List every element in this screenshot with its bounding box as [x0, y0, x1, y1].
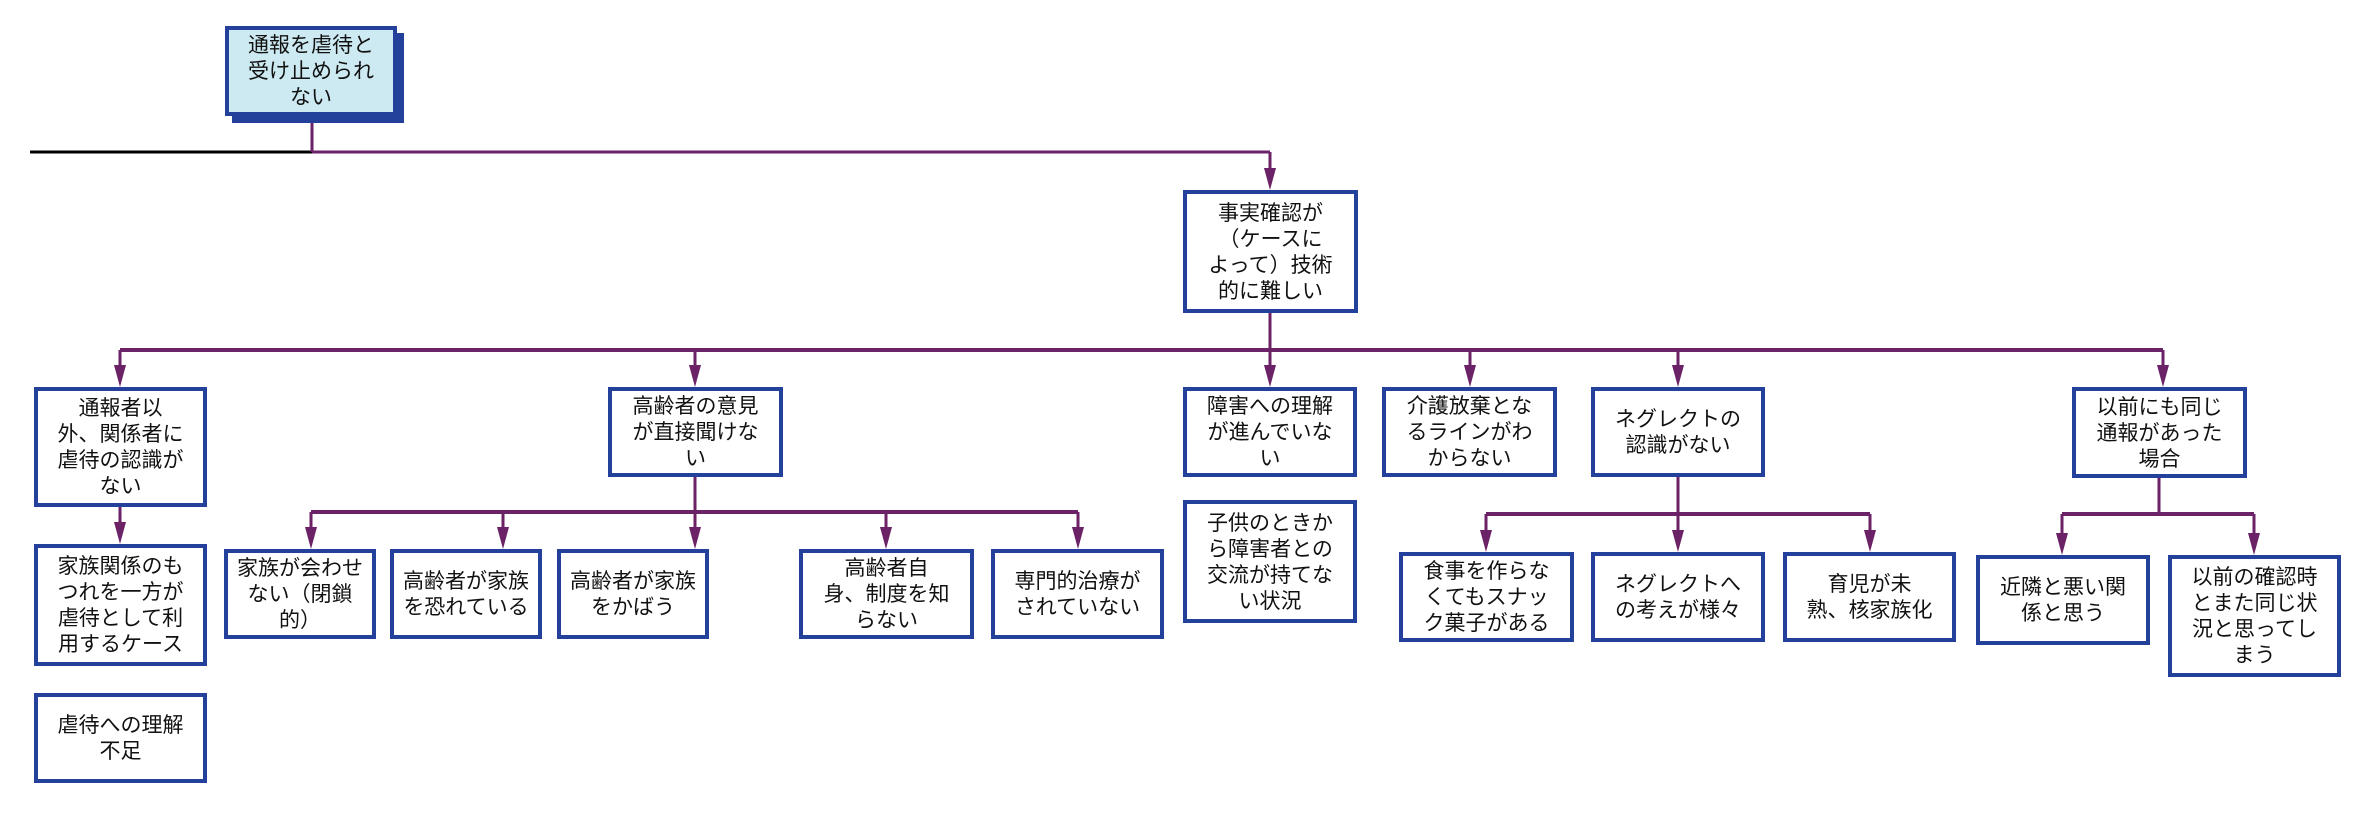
node-immature-parenting: 育児が未 熟、核家族化 — [1783, 552, 1956, 642]
arrow-elder-child-0-arrowhead-icon — [305, 527, 317, 549]
node-no-specialist-treatment: 専門的治療が されていない — [991, 549, 1164, 639]
arrow-to-branch-1-arrowhead-icon — [689, 365, 701, 387]
node-neglect-recognition: ネグレクトの 認識がない — [1591, 387, 1765, 477]
node-elder-unaware-system: 高齢者自 身、制度を知 らない — [799, 549, 974, 639]
node-lack-understanding-abuse: 虐待への理解 不足 — [34, 693, 207, 783]
node-fact-check: 事実確認が （ケースに よって）技術 的に難しい — [1183, 190, 1358, 313]
node-no-childhood-contact: 子供のときか ら障害者との 交流が持てな い状況 — [1183, 500, 1357, 623]
arrow-to-family-conflict-arrowhead-icon — [114, 522, 126, 544]
arrow-to-branch-5-arrowhead-icon — [2157, 365, 2169, 387]
arrow-to-branch-0-arrowhead-icon — [114, 365, 126, 387]
arrow-neglect-child-1-arrowhead-icon — [1672, 530, 1684, 552]
arrow-elder-child-4-arrowhead-icon — [1072, 527, 1084, 549]
node-family-blocks-meeting: 家族が会わせ ない（閉鎖 的） — [224, 549, 376, 639]
node-neglect-views-vary: ネグレクトへ の考えが様々 — [1591, 552, 1765, 642]
node-bad-neighbor-relation: 近隣と悪い関 係と思う — [1976, 555, 2150, 645]
root-node: 通報を虐待と 受け止められ ない — [225, 26, 397, 116]
node-elder-fears-family: 高齢者が家族 を恐れている — [390, 549, 542, 639]
arrow-to-branch-2-arrowhead-icon — [1264, 365, 1276, 387]
arrow-to-branch-3-arrowhead-icon — [1464, 365, 1476, 387]
node-others-no-recognition: 通報者以 外、関係者に 虐待の認識が ない — [34, 387, 207, 507]
arrow-neglect-child-0-arrowhead-icon — [1480, 530, 1492, 552]
arrow-elder-child-2-arrowhead-icon — [689, 527, 701, 549]
arrow-to-branch-4-arrowhead-icon — [1672, 365, 1684, 387]
node-family-conflict-case: 家族関係のも つれを一方が 虐待として利 用するケース — [34, 544, 207, 666]
arrow-elder-child-1-arrowhead-icon — [497, 527, 509, 549]
arrow-elder-child-3-arrowhead-icon — [880, 527, 892, 549]
arrow-previous-child-0-arrowhead-icon — [2056, 533, 2068, 555]
node-disability-understanding: 障害への理解 が進んでいな い — [1183, 387, 1357, 477]
arrow-neglect-child-2-arrowhead-icon — [1864, 530, 1876, 552]
node-elder-protects-family: 高齢者が家族 をかばう — [557, 549, 709, 639]
node-elder-opinion: 高齢者の意見 が直接聞けな い — [608, 387, 783, 477]
node-snack-food: 食事を作らな くてもスナッ ク菓子がある — [1399, 552, 1574, 642]
node-care-abandonment-line: 介護放棄とな るラインがわ からない — [1382, 387, 1557, 477]
node-same-as-before: 以前の確認時 とまた同じ状 況と思ってし まう — [2168, 555, 2341, 677]
arrow-previous-child-1-arrowhead-icon — [2248, 533, 2260, 555]
arrow-to-fact-check-arrowhead-icon — [1264, 168, 1276, 190]
node-previous-report: 以前にも同じ 通報があった 場合 — [2072, 387, 2247, 478]
